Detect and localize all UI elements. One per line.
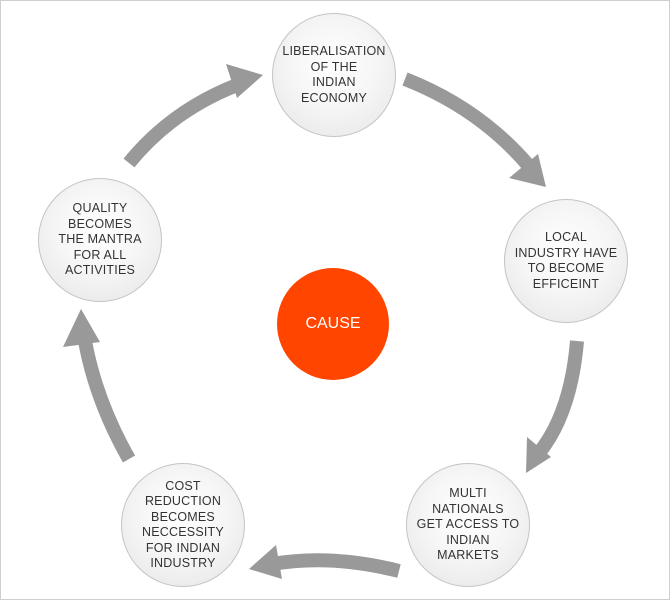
node-cost-reduction: COST REDUCTION BECOMES NECCESSITY FOR IN… <box>121 463 245 587</box>
node-cost-reduction-label: COST REDUCTION BECOMES NECCESSITY FOR IN… <box>142 478 224 571</box>
center-cause-circle: CAUSE <box>277 268 389 380</box>
arrow-multinationals-to-cost-reduction <box>249 545 401 579</box>
arrow-quality-to-liberalisation <box>123 64 263 168</box>
arrow-cost-reduction-to-quality <box>63 309 136 463</box>
node-local-industry: LOCAL INDUSTRY HAVE TO BECOME EFFICEINT <box>504 199 628 323</box>
node-local-industry-label: LOCAL INDUSTRY HAVE TO BECOME EFFICEINT <box>514 230 618 291</box>
node-liberalisation-label: LIBERALISATION OF THE INDIAN ECONOMY <box>282 44 386 105</box>
arrow-liberalisation-to-local-industry <box>402 72 546 187</box>
node-multinationals-label: MULTI NATIONALS GET ACCESS TO INDIAN MAR… <box>416 486 520 563</box>
center-cause-label: CAUSE <box>305 315 361 332</box>
arrow-local-industry-to-multinationals <box>526 340 584 473</box>
node-liberalisation: LIBERALISATION OF THE INDIAN ECONOMY <box>272 13 396 137</box>
node-quality: QUALITY BECOMES THE MANTRA FOR ALL ACTIV… <box>38 178 162 302</box>
node-quality-label: QUALITY BECOMES THE MANTRA FOR ALL ACTIV… <box>58 201 142 278</box>
node-multinationals: MULTI NATIONALS GET ACCESS TO INDIAN MAR… <box>406 463 530 587</box>
